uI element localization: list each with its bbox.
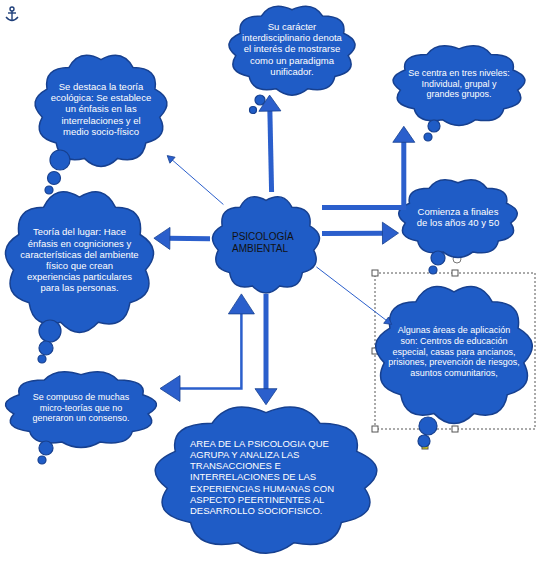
cloud-node: Algunas áreas de aplicación son: Centros… [372, 280, 536, 428]
connector-arrow [322, 222, 399, 244]
node-text: Su carácter interdisciplinario denota el… [242, 21, 342, 77]
cloud-shape [6, 372, 157, 448]
connector-line [316, 267, 387, 321]
cloud-shape [155, 407, 377, 553]
cloud-node: Se compuso de muchas micro-teorías que n… [2, 368, 160, 450]
arrow-head [382, 222, 398, 244]
arrow-head [167, 156, 175, 164]
thought-bubble [429, 266, 437, 274]
connector-arrow [160, 294, 254, 402]
node-text: PSICOLOGÍA AMBIENTAL [232, 231, 310, 255]
connector-line [167, 236, 210, 242]
cloud-shape [229, 6, 355, 95]
arrow-head [154, 227, 170, 249]
cloud-shape [213, 197, 320, 293]
thought-bubble [39, 341, 53, 355]
thought-bubble [431, 251, 445, 265]
thought-bubble [250, 107, 257, 114]
node-body: Se compuso de muchas micro-teorías que n… [2, 368, 160, 450]
thought-bubble [255, 95, 265, 105]
arrow-head [393, 126, 415, 142]
node-body: Se destaca la teoría ecológica: Se estab… [32, 50, 170, 170]
arrow-head [384, 317, 392, 324]
cloud-shape [393, 46, 525, 126]
cloud-node: Se destaca la teoría ecológica: Se estab… [32, 50, 170, 170]
cloud-node: Su carácter interdisciplinario denota el… [226, 2, 358, 98]
arrow-head [259, 95, 281, 111]
node-text: Teoría del lugar: Hace énfasis en cognic… [20, 226, 139, 293]
connector-line [322, 231, 386, 236]
connector-line [172, 159, 224, 204]
connector-line [270, 108, 272, 192]
thought-bubble [39, 320, 61, 342]
thought-bubble [50, 150, 70, 170]
thought-bubble [48, 172, 61, 185]
thought-bubble [419, 417, 437, 435]
thought-bubble [45, 186, 53, 194]
thought-bubble [38, 355, 46, 363]
node-body: Teoría del lugar: Hace énfasis en cognic… [2, 185, 157, 337]
node-body: AREA DE LA PSICOLOGIA QUE AGRUPA Y ANALI… [150, 400, 382, 558]
connector-arrow [167, 156, 223, 205]
connector-line [322, 139, 404, 208]
thought-bubble [39, 441, 53, 455]
thought-bubble [424, 133, 432, 141]
connector-line [176, 310, 241, 389]
node-text: Se centra en tres niveles: Individual, g… [406, 68, 512, 100]
cloud-shape [35, 55, 167, 166]
arrow-head [160, 376, 180, 402]
node-text: Se compuso de muchas micro-teorías que n… [24, 392, 138, 424]
thought-bubble [38, 456, 46, 464]
node-body: Algunas áreas de aplicación son: Centros… [372, 280, 536, 428]
thought-bubble [418, 435, 430, 447]
node-text: AREA DE LA PSICOLOGIA QUE AGRUPA Y ANALI… [190, 438, 356, 516]
connector-arrow [154, 227, 210, 249]
node-text: Algunas áreas de aplicación son: Centros… [388, 325, 520, 378]
thought-bubble [428, 120, 440, 132]
cloud-shape [376, 287, 533, 424]
cloud-shape [5, 192, 153, 333]
node-body: PSICOLOGÍA AMBIENTAL [210, 192, 322, 296]
selection-frame [372, 255, 535, 449]
node-body: Se centra en tres niveles: Individual, g… [390, 42, 528, 128]
connector-arrow [322, 126, 415, 207]
cloud-node: Se centra en tres niveles: Individual, g… [390, 42, 528, 128]
node-text: Comienza a finales de los años 40 y 50 [414, 206, 502, 228]
cloud-node: Comienza a finales de los años 40 y 50 [396, 176, 520, 260]
node-body: Su carácter interdisciplinario denota el… [226, 2, 358, 98]
cloud-node: PSICOLOGÍA AMBIENTAL [210, 192, 322, 296]
node-text: Se destaca la teoría ecológica: Se estab… [48, 81, 154, 137]
connector-arrow [255, 294, 277, 405]
cloud-node: AREA DE LA PSICOLOGIA QUE AGRUPA Y ANALI… [150, 400, 382, 558]
arrow-head [228, 294, 254, 314]
connector-arrow [259, 95, 281, 192]
cloud-shape [399, 180, 518, 258]
arrow-head [255, 389, 277, 405]
connector-line [264, 294, 269, 392]
connector-arrow [316, 267, 391, 325]
anchor-symbol [6, 7, 18, 21]
cloud-node: Teoría del lugar: Hace énfasis en cognic… [2, 185, 157, 337]
node-body: Comienza a finales de los años 40 y 50 [396, 176, 520, 260]
